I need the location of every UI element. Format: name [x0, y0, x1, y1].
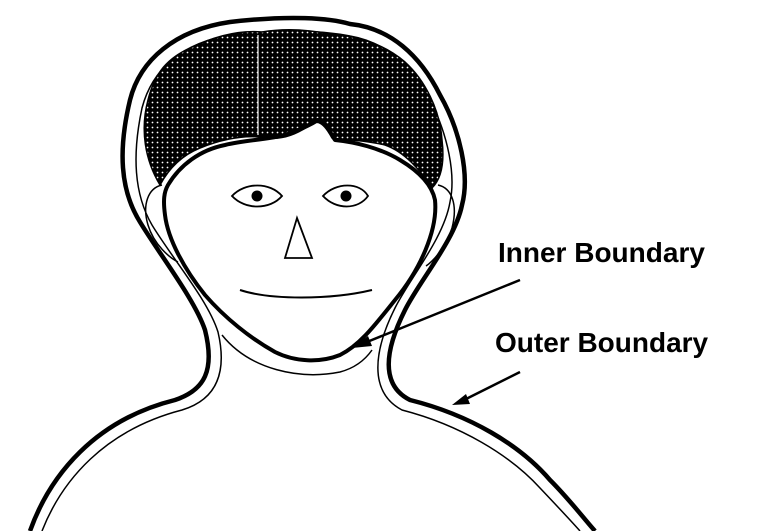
nose: [285, 218, 312, 258]
left-pupil: [252, 191, 263, 202]
neck-line: [222, 335, 372, 375]
hair: [144, 30, 443, 188]
outer-boundary-arrowhead: [452, 394, 470, 405]
outer-boundary-pointer: [460, 372, 520, 402]
outer-boundary-label: Outer Boundary: [495, 327, 709, 358]
mouth: [240, 290, 372, 298]
right-pupil: [341, 191, 352, 202]
inner-boundary-label: Inner Boundary: [498, 237, 705, 268]
